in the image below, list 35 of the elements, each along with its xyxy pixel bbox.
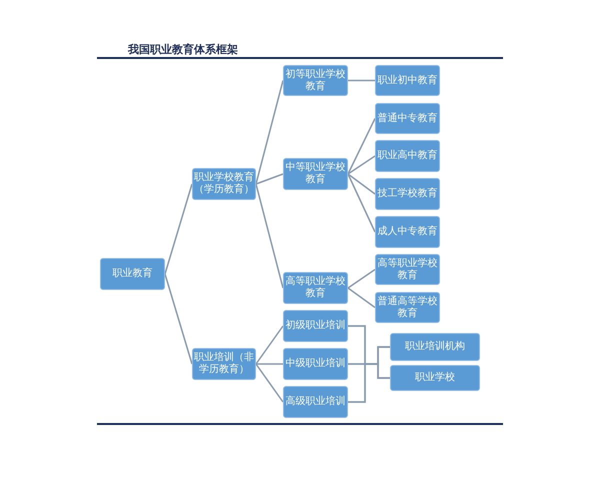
category-box: 成人中专教育 [375,216,440,248]
connector-line [256,363,283,365]
category-box: 职业初中教育 [375,65,440,96]
category-box: 职业学校 [390,365,480,391]
category-box: 高级职业培训 [283,386,348,418]
connector-line [255,80,284,184]
connector-line [348,155,376,175]
category-box: 中级职业培训 [283,348,348,380]
category-box: 职业教育 [100,258,165,290]
connector-line [256,173,284,185]
connector-line [164,274,193,364]
category-box: 职业培训机构 [390,333,480,361]
connector-line [347,174,376,232]
category-box: 普通高等学校教育 [375,292,440,323]
category-box: 高等职业学校教育 [375,254,440,285]
category-box: 中等职业学校教育 [283,158,348,190]
category-box: 普通中专教育 [375,103,440,134]
category-box: 初级职业培训 [283,310,348,342]
connector-line [348,173,376,195]
connector-line [348,363,390,403]
category-box: 初等职业学校教育 [283,65,348,96]
category-box: 职业高中教育 [375,140,440,172]
category-box: 高等职业学校教育 [283,272,348,304]
connector-line [255,184,284,288]
connector-line [164,184,193,274]
connector-line [255,364,284,402]
connector-line [348,268,376,289]
category-box: 职业学校教育（学历教育） [192,168,256,200]
diagram-title: 我国职业教育体系框架 [128,42,238,57]
connector-line [347,118,376,174]
connector-line [348,80,375,82]
connector-line [255,326,284,364]
category-box: 职业培训（非学历教育） [192,348,256,380]
category-box: 技工学校教育 [375,178,440,210]
connector-line [348,287,376,308]
